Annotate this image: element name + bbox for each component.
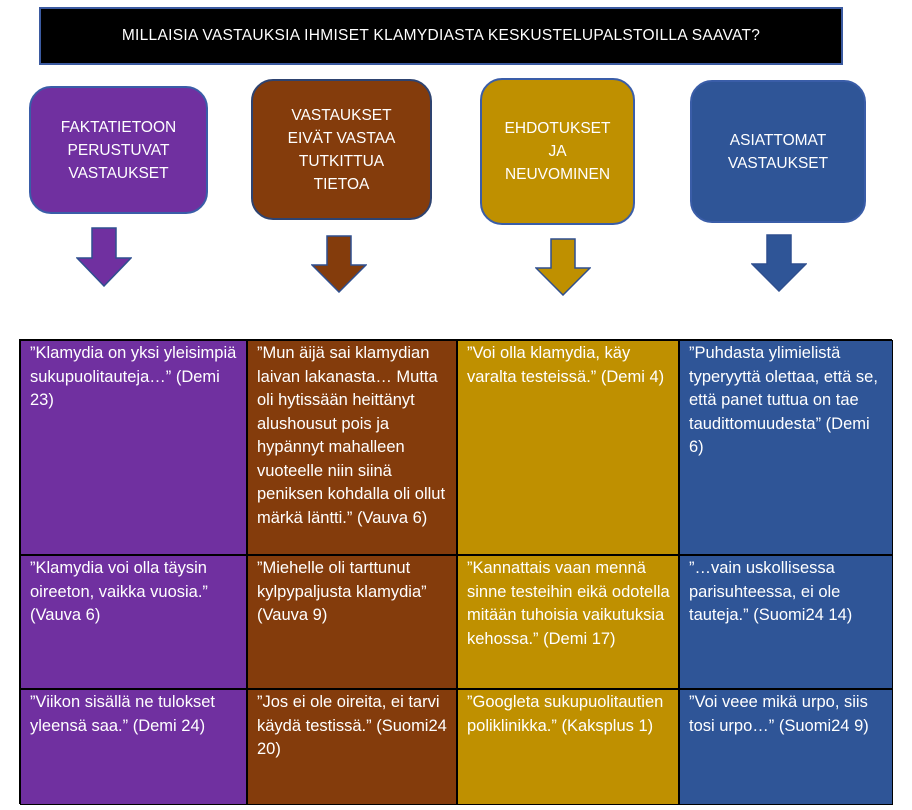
- category-label-inappropriate: ASIATTOMAT VASTAUKSET: [727, 131, 829, 172]
- quotes-table: ”Klamydia on yksi yleisimpiä sukupuolita…: [19, 339, 893, 805]
- category-box-suggestions: EHDOTUKSET JA NEUVOMINEN: [480, 78, 635, 225]
- quote-cell: ”Voi veee mikä urpo, siis tosi urpo…” (S…: [679, 689, 893, 805]
- down-arrow-icon: [751, 234, 807, 292]
- quote-cell: ”Kannattais vaan mennä sinne testeihin e…: [457, 555, 679, 689]
- quote-cell: ”Voi olla klamydia, käy varalta testeiss…: [457, 340, 679, 555]
- category-box-inappropriate: ASIATTOMAT VASTAUKSET: [690, 80, 866, 223]
- down-arrow-icon: [535, 238, 591, 296]
- quote-cell: ”Klamydia on yksi yleisimpiä sukupuolita…: [20, 340, 247, 555]
- diagram-title-text: MILLAISIA VASTAUKSIA IHMISET KLAMYDIASTA…: [121, 27, 761, 44]
- quote-cell: ”Klamydia voi olla täysin oireeton, vaik…: [20, 555, 247, 689]
- quote-cell: ”Mun äijä sai klamydian laivan lakanasta…: [247, 340, 457, 555]
- down-arrow-icon: [311, 235, 367, 293]
- category-box-facts: FAKTATIETOON PERUSTUVAT VASTAUKSET: [29, 86, 208, 214]
- category-label-unscientific: VASTAUKSET EIVÄT VASTAA TUTKITTUA TIETOA: [287, 106, 396, 193]
- category-label-facts: FAKTATIETOON PERUSTUVAT VASTAUKSET: [60, 118, 177, 182]
- quote-cell: ”Googleta sukupuolitautien poliklinikka.…: [457, 689, 679, 805]
- quote-cell: ”Jos ei ole oireita, ei tarvi käydä test…: [247, 689, 457, 805]
- category-box-unscientific: VASTAUKSET EIVÄT VASTAA TUTKITTUA TIETOA: [251, 79, 432, 220]
- category-label-suggestions: EHDOTUKSET JA NEUVOMINEN: [504, 120, 611, 183]
- down-arrow-icon: [76, 227, 132, 287]
- quote-cell: ”Miehelle oli tarttunut kylpypaljusta kl…: [247, 555, 457, 689]
- diagram-title: MILLAISIA VASTAUKSIA IHMISET KLAMYDIASTA…: [39, 7, 843, 65]
- quote-cell: ”Viikon sisällä ne tulokset yleensä saa.…: [20, 689, 247, 805]
- quote-cell: ”Puhdasta ylimielistä typeryyttä olettaa…: [679, 340, 893, 555]
- quote-cell: ”…vain uskollisessa parisuhteessa, ei ol…: [679, 555, 893, 689]
